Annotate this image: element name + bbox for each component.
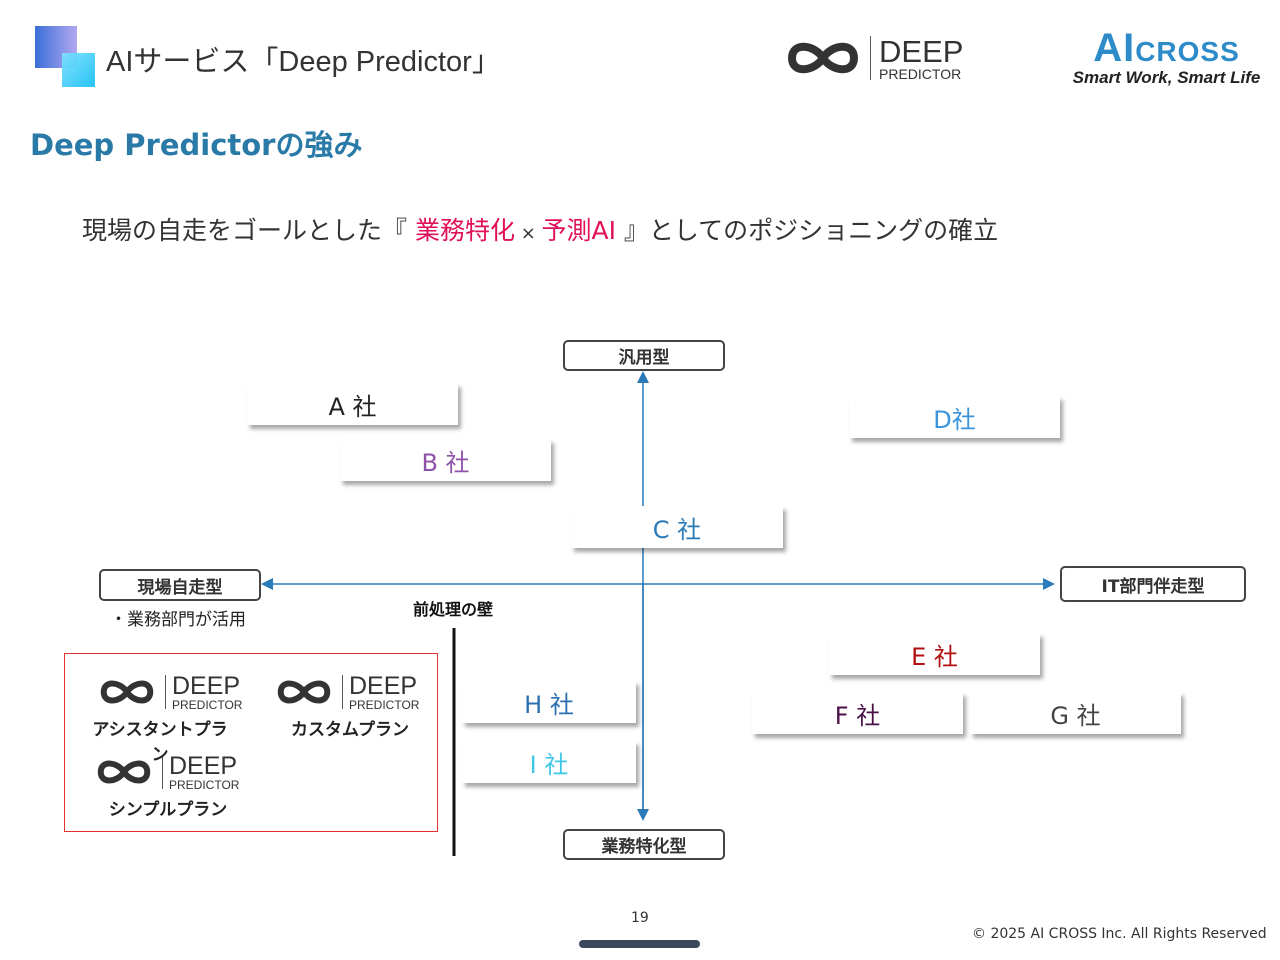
- axis-label-right: IT部門伴走型: [1060, 566, 1246, 602]
- ai-cross-logo: AICROSS Smart Work, Smart Life: [1064, 28, 1269, 88]
- page-number: 19: [631, 910, 649, 926]
- plan-assistant-label: アシスタントプラン: [92, 720, 228, 765]
- logo-sub-text: PREDICTOR: [349, 697, 420, 712]
- logo-sub-text: PREDICTOR: [172, 697, 243, 712]
- brand-ai: AI: [1093, 26, 1136, 70]
- plan-custom-label: カスタムプラン: [291, 720, 409, 740]
- company-box-i: I 社: [462, 741, 636, 783]
- logo-main-text: DEEP: [169, 751, 238, 780]
- infinity-icon: [787, 42, 859, 74]
- axis-label-top: 汎用型: [563, 340, 725, 371]
- wall-label: 前処理の壁: [413, 600, 494, 619]
- logo-sub-text: PREDICTOR: [879, 65, 962, 82]
- plan-simple-label: シンプルプラン: [108, 800, 228, 820]
- logo-main-text: DEEP: [879, 33, 964, 69]
- company-box-g: G 社: [970, 692, 1181, 734]
- logo-main-text: DEEP: [349, 671, 418, 700]
- brand-cross: CROSS: [1135, 36, 1240, 67]
- axis-left-note: ・業務部門が活用: [110, 610, 246, 630]
- section-title: Deep Predictorの強み: [30, 128, 363, 162]
- infinity-icon: [97, 760, 151, 784]
- infinity-icon: [100, 680, 154, 704]
- page-title: AIサービス「Deep Predictor」: [106, 46, 501, 78]
- company-box-e: E 社: [829, 633, 1040, 675]
- progress-bar: [579, 940, 700, 948]
- company-box-d: D社: [849, 396, 1060, 438]
- deep-predictor-plans-box: [64, 653, 438, 832]
- company-box-a: A 社: [247, 383, 458, 425]
- company-box-c: C 社: [571, 506, 783, 548]
- company-box-b: B 社: [340, 439, 551, 481]
- tagline: Smart Work, Smart Life: [1072, 68, 1261, 87]
- title-decoration: [62, 53, 95, 87]
- logo-main-text: DEEP: [172, 671, 241, 700]
- axis-label-bottom: 業務特化型: [563, 829, 725, 860]
- company-box-f: F 社: [752, 692, 963, 734]
- copyright: © 2025 AI CROSS Inc. All Rights Reserved: [972, 926, 1267, 942]
- infinity-icon: [277, 680, 331, 704]
- axis-label-left: 現場自走型: [99, 569, 261, 601]
- company-box-h: H 社: [462, 681, 636, 723]
- logo-sub-text: PREDICTOR: [169, 777, 240, 792]
- lead-text: 現場の自走をゴールとした『 業務特化 × 予測AI 』としてのポジショニングの確…: [82, 216, 999, 245]
